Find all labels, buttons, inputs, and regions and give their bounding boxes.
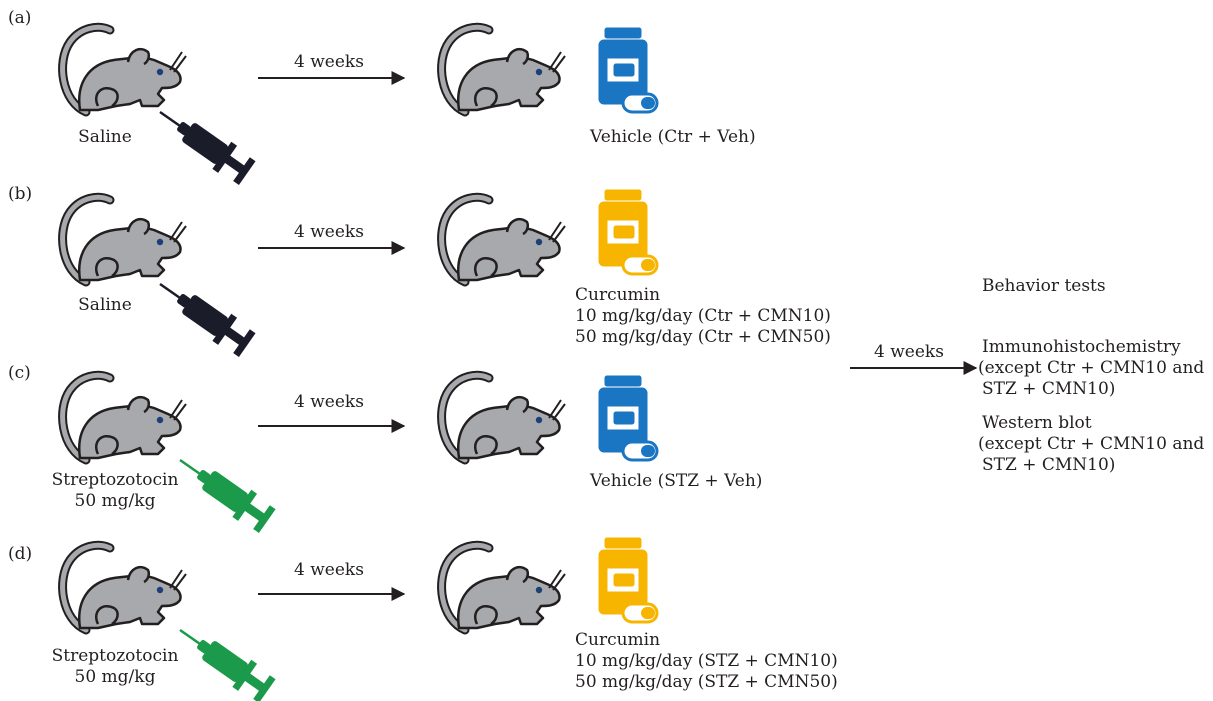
bottle-icon [597, 536, 659, 624]
syringe-icon [149, 97, 258, 188]
syringe-icon [149, 269, 258, 360]
treatment-label-b: Curcumin 10 mg/kg/day (Ctr + CMN10) 50 m… [575, 285, 831, 347]
injection-label-c: Streptozotocin 50 mg/kg [51, 470, 179, 511]
mouse-icon [63, 545, 186, 630]
injection-label-a: Saline [78, 127, 132, 147]
mouse-icon [442, 545, 565, 630]
mouse-icon [442, 375, 565, 460]
outcome-western-blot: Western blot (except Ctr + CMN10 and STZ… [978, 413, 1205, 475]
mouse-icon [63, 27, 186, 112]
bottle-icon [597, 188, 659, 276]
panel-label-b: (b) [8, 184, 33, 204]
arrow-label-d: 4 weeks [294, 560, 364, 580]
treatment-label-a: Vehicle (Ctr + Veh) [590, 127, 756, 147]
outcome-behavior-tests: Behavior tests [982, 276, 1106, 296]
final-arrow-label: 4 weeks [874, 342, 944, 362]
treatment-label-d: Curcumin 10 mg/kg/day (STZ + CMN10) 50 m… [575, 630, 838, 692]
bottle-icon [597, 26, 659, 114]
arrow-label-c: 4 weeks [294, 392, 364, 412]
mouse-icon [442, 197, 565, 282]
bottle-icon [597, 374, 659, 462]
syringe-icon [169, 445, 278, 536]
panel-label-a: (a) [8, 8, 32, 28]
panel-label-d: (d) [8, 544, 33, 564]
treatment-label-c: Vehicle (STZ + Veh) [590, 471, 763, 491]
arrow-label-a: 4 weeks [294, 52, 364, 72]
injection-label-b: Saline [78, 295, 132, 315]
injection-label-d: Streptozotocin 50 mg/kg [51, 646, 179, 687]
mouse-icon [442, 27, 565, 112]
panel-label-c: (c) [8, 363, 31, 383]
arrow-label-b: 4 weeks [294, 222, 364, 242]
syringe-icon [169, 615, 278, 701]
mouse-icon [63, 197, 186, 282]
mouse-icon [63, 375, 186, 460]
outcome-immunohistochemistry: Immunohistochemistry (except Ctr + CMN10… [978, 337, 1205, 399]
